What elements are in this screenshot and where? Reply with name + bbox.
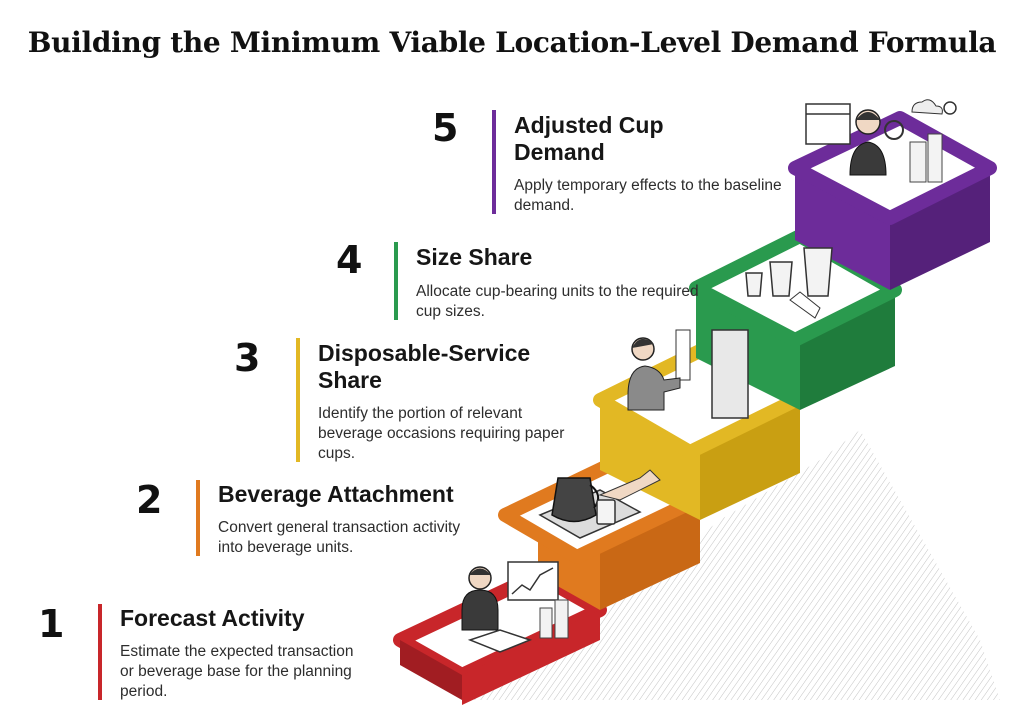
step-2-riser-side: [600, 488, 700, 610]
serving-hand: [598, 469, 661, 501]
step-4-riser-side: [800, 296, 895, 410]
person-1-body: [461, 589, 499, 631]
businessman-reading-book-with-chart-icon: [461, 561, 569, 653]
step-1-title: Forecast Activity: [120, 605, 305, 631]
person-5-hair: [856, 112, 880, 120]
tray-cup: [596, 499, 616, 525]
large-cup: [803, 247, 833, 297]
step-5-riser-side: [890, 170, 990, 290]
step-3-riser: [600, 400, 700, 520]
step-1-front: [400, 640, 462, 700]
paper-cups-of-three-sizes-icon: [745, 247, 833, 319]
step-3-title: Disposable-Service Share: [318, 340, 531, 393]
person-1-hair: [469, 568, 491, 575]
step-2-description: Convert general transaction activity int…: [218, 519, 461, 556]
barista-at-cup-dispenser-icon: [627, 329, 749, 419]
step-3-accent-bar: [296, 338, 300, 462]
step-5-title: Adjusted Cup Demand: [514, 112, 664, 165]
step-3-number: 3: [234, 336, 261, 380]
step-2-title: Beverage Attachment: [218, 481, 454, 507]
page-title: Building the Minimum Viable Location-Lev…: [27, 26, 997, 59]
cup-stack-a: [539, 607, 553, 639]
step-2-accent-bar: [196, 480, 200, 556]
small-cup: [745, 272, 763, 297]
step-1-description: Estimate the expected transaction or bev…: [120, 643, 354, 700]
sun-icon: [943, 101, 957, 115]
coffee-pot: [551, 477, 597, 523]
medium-cup: [769, 261, 793, 297]
pointing-hand: [789, 291, 821, 319]
dispenser-machine: [711, 329, 749, 419]
step-4-number: 4: [336, 238, 363, 282]
step-4-description: Allocate cup-bearing units to the requir…: [416, 283, 699, 320]
dispenser-tube: [675, 329, 691, 381]
person-3-body: [627, 365, 681, 411]
step-1-number: 1: [38, 602, 65, 646]
step-3-description: Identify the portion of relevant beverag…: [318, 405, 565, 462]
person-5-body: [849, 141, 887, 176]
coffee-pot-handle: [589, 484, 600, 509]
magnifier-lens: [884, 120, 904, 140]
step-5-number: 5: [432, 106, 459, 150]
step-5-description: Apply temporary effects to the baseline …: [514, 177, 782, 214]
chart-board: [507, 561, 559, 601]
calendar-icon: [805, 103, 851, 145]
open-book: [467, 629, 533, 653]
step-4-accent-bar: [394, 242, 398, 320]
rain-cloud-icon: [911, 99, 943, 115]
step-4-title: Size Share: [416, 244, 533, 270]
step-2-number: 2: [136, 478, 163, 522]
person-3-hair: [632, 338, 654, 348]
cup-stack-short: [927, 133, 943, 183]
step-5-riser: [795, 168, 890, 290]
step-1-accent-bar: [98, 604, 102, 700]
step-5-accent-bar: [492, 110, 496, 214]
analyst-with-magnifier-calendar-weather-icon: [805, 99, 957, 183]
coffee-pot-and-cup-tray-icon: [538, 469, 661, 539]
chart-line: [511, 567, 554, 595]
step-3-riser-side: [700, 401, 800, 520]
cup-stack-b: [554, 599, 569, 639]
tall-cup-stack: [909, 141, 927, 183]
floor-shadow: [470, 430, 1000, 700]
